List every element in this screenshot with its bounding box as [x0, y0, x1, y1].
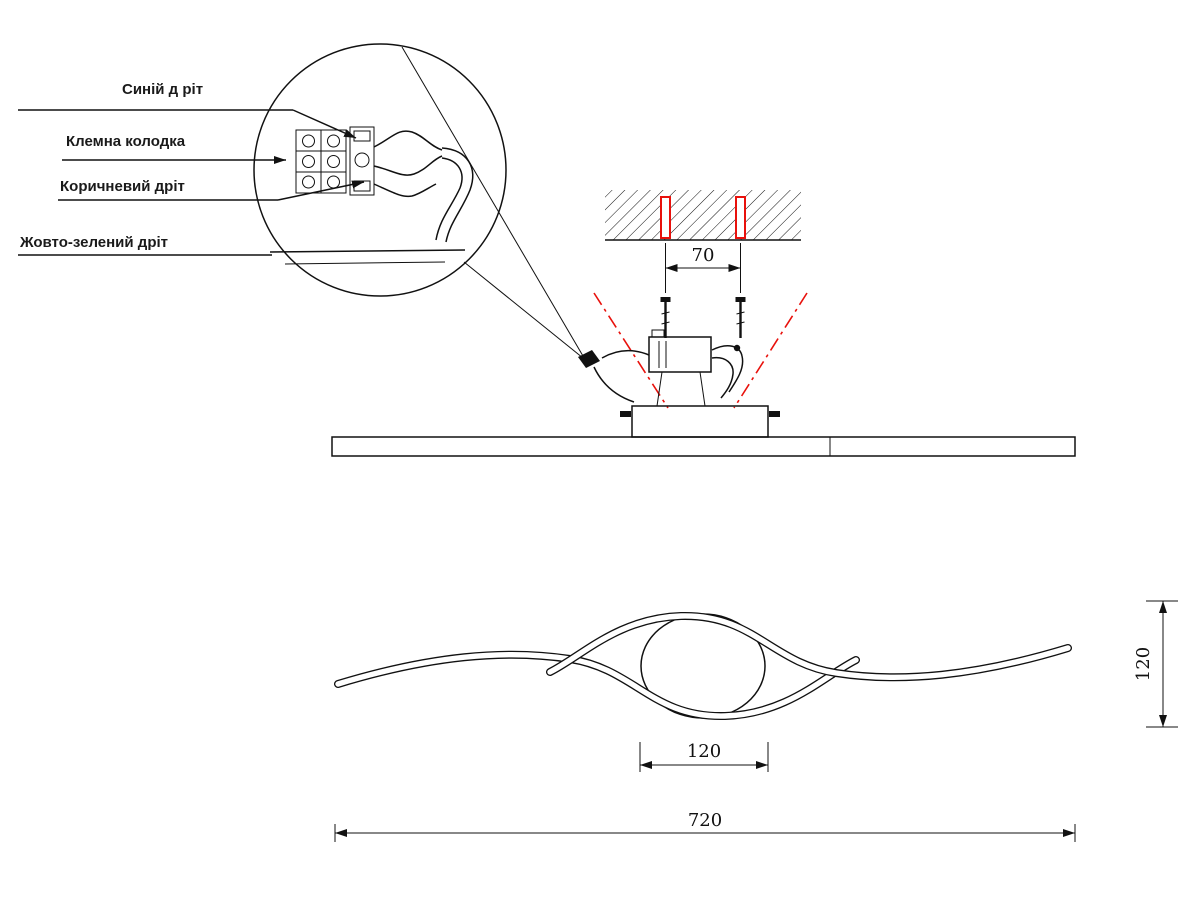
- blue-wire: [373, 130, 443, 151]
- cable-outer: [441, 147, 474, 243]
- wire-connector: [578, 350, 600, 368]
- dimension-fixture-length: 720: [334, 810, 1076, 842]
- detail-plate-edge: [269, 249, 466, 253]
- fixture-length-value: 720: [688, 810, 722, 831]
- magnifier-circle: [253, 43, 507, 297]
- magnifier-pointer-line-bottom: [463, 261, 584, 359]
- canopy: [620, 405, 780, 438]
- alignment-line-right: [733, 292, 808, 409]
- canopy-screw-left: [620, 411, 631, 417]
- blue-wire-label: Синій д ріт: [122, 81, 203, 98]
- wavy-arm-left: [334, 650, 860, 721]
- fixture-side-view: [334, 611, 1072, 721]
- screw-left: [660, 297, 671, 338]
- canopy-screw-right: [769, 411, 780, 417]
- terminal-block: [295, 126, 375, 196]
- brown-wire-label: Коричневий дріт: [60, 178, 185, 195]
- alignment-line-left: [593, 292, 669, 409]
- fixture-bar: [331, 436, 1076, 457]
- anchor-left: [660, 196, 671, 239]
- magnifier-pointer-line-top: [401, 46, 584, 357]
- connector-and-wire: [578, 350, 650, 403]
- wavy-arm-right: [546, 611, 1072, 682]
- fixture-height-value: 120: [1133, 647, 1154, 681]
- detail-circle-view: [253, 43, 584, 359]
- hole-spacing-value: 70: [692, 245, 715, 266]
- terminal-block-label: Клемна колодка: [66, 133, 186, 150]
- dimension-fixture-height: 120: [1133, 600, 1178, 728]
- dimension-hole-spacing: 70: [665, 243, 741, 293]
- detail-wires: [373, 130, 474, 243]
- driver-wires-right: [711, 344, 744, 399]
- anchor-right: [735, 196, 746, 239]
- dimension-canopy-width: 120: [639, 741, 769, 772]
- driver-box: [648, 329, 712, 407]
- yellow-green-wire-label: Жовто-зелений дріт: [19, 234, 168, 251]
- cable-inner: [435, 157, 463, 241]
- screw-right: [735, 297, 746, 338]
- brown-wire: [373, 155, 443, 176]
- mounting-assembly: 70: [331, 190, 1076, 457]
- detail-plate-edge-lower: [284, 261, 446, 265]
- ceiling-hatch: [605, 190, 801, 240]
- canopy-width-value: 120: [687, 741, 721, 762]
- callout-labels: Синій д ріт Клемна колодка Коричневий др…: [18, 81, 365, 256]
- blue-wire-arrow: [292, 109, 357, 139]
- yellow-green-wire: [373, 183, 437, 198]
